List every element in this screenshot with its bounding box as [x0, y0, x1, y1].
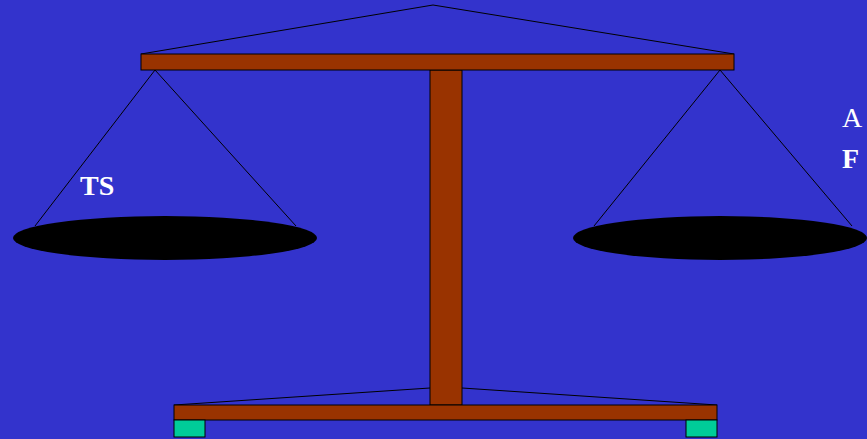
side-label: TS [80, 172, 114, 200]
side-label: A [842, 104, 862, 132]
top-brace [141, 5, 734, 54]
side-label: F [842, 145, 859, 173]
pan-string [155, 70, 296, 226]
post [430, 70, 462, 405]
pan-string [35, 70, 155, 226]
base [174, 405, 717, 420]
right-pan [573, 216, 867, 260]
pan-string [720, 70, 852, 226]
pan-string [594, 70, 720, 226]
base-brace [462, 388, 717, 405]
base-brace [174, 388, 430, 405]
foot [174, 420, 205, 437]
left-pan [13, 216, 317, 260]
beam [141, 54, 734, 70]
foot [686, 420, 717, 437]
